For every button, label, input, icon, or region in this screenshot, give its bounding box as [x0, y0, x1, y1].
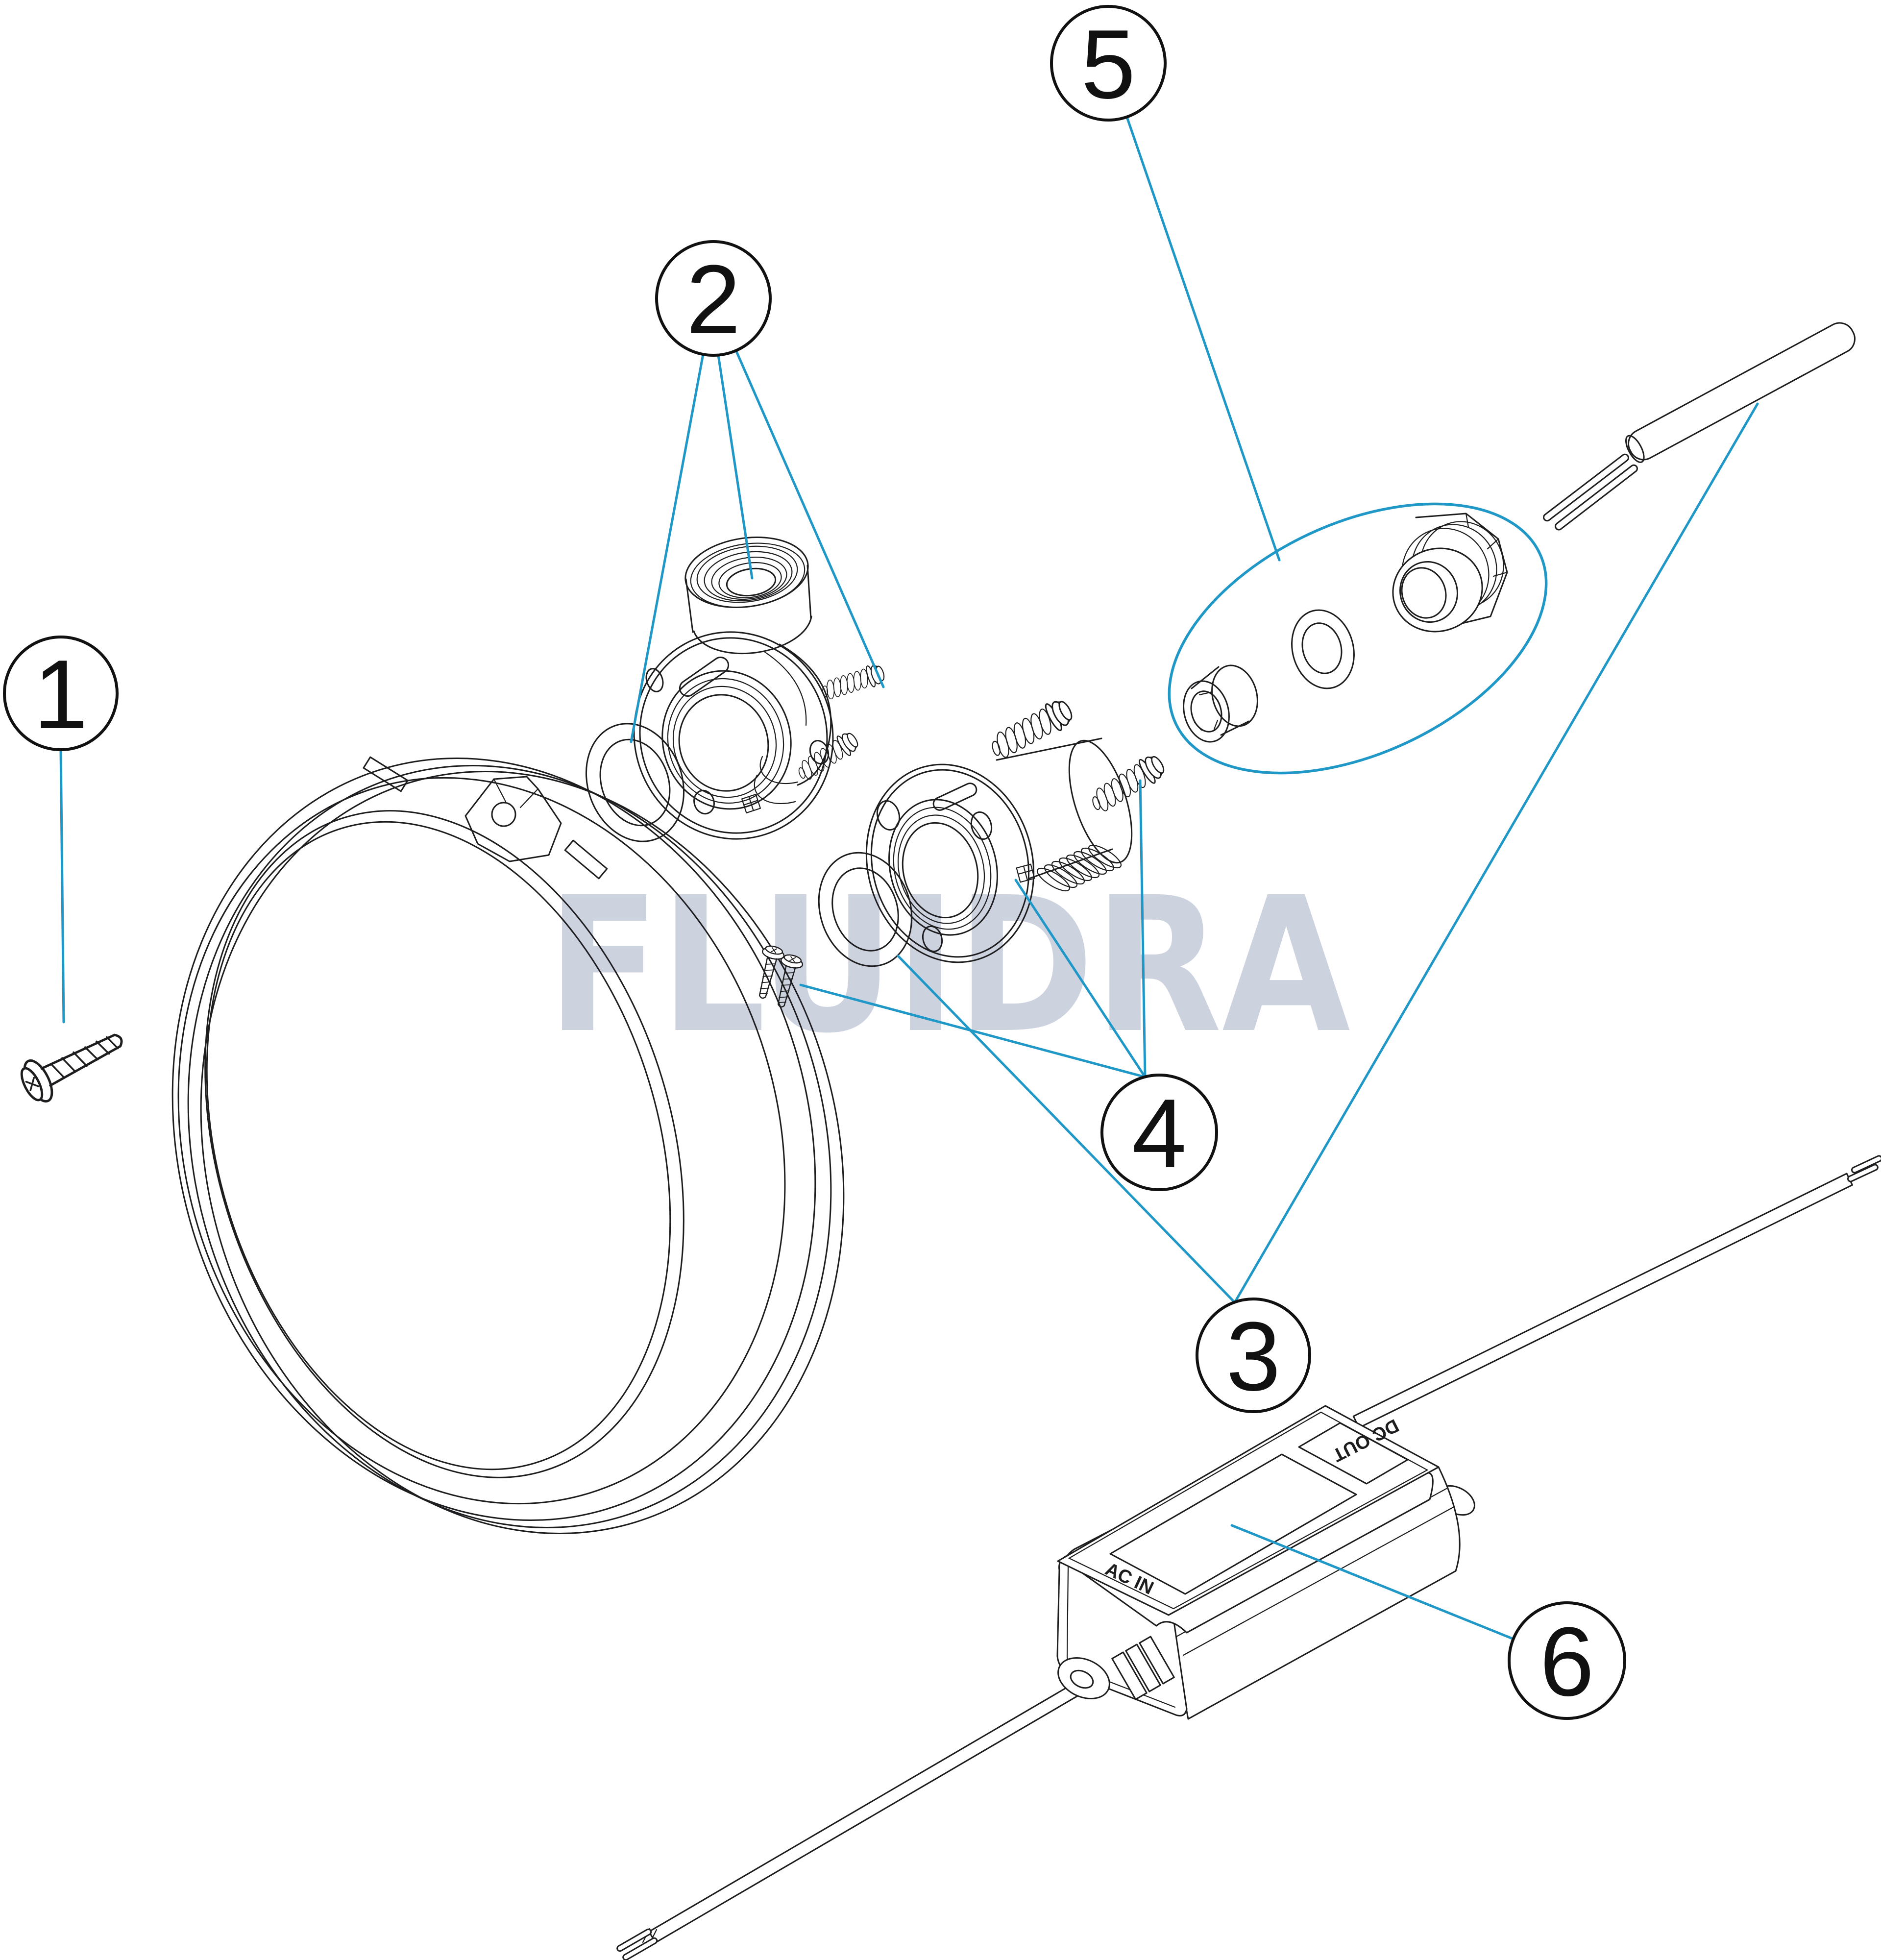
lamp-mid-rim	[177, 777, 786, 1505]
elbow-body	[779, 643, 832, 786]
lamp-outer-rim	[171, 757, 816, 1521]
callout-6-number: 6	[1539, 1607, 1594, 1716]
leader-4-from-springscrew	[1139, 779, 1147, 1078]
sleeve-tube	[1625, 322, 1856, 463]
elbow-outlet	[754, 756, 799, 805]
leader-2b	[717, 354, 754, 580]
ac-wire-tip-2	[622, 1937, 658, 1960]
leader-2c	[734, 349, 885, 688]
elbow-fitting	[585, 536, 887, 842]
niche-gasket	[818, 852, 913, 967]
niche-coil-spring	[1036, 844, 1122, 892]
niche-assembly	[818, 695, 1169, 967]
lamp-glass-edge	[206, 821, 671, 1470]
callout-5: 5	[1050, 5, 1167, 122]
dc-wire	[1352, 1173, 1853, 1429]
box-side-face	[1168, 1466, 1461, 1720]
lamp-back-rim-1	[187, 764, 832, 1529]
leader-3-from-sleeve	[1233, 402, 1759, 1304]
callout-5-number: 5	[1081, 10, 1135, 119]
lamp-inner-rim	[204, 810, 684, 1478]
leader-1	[59, 748, 65, 1024]
leader-3-from-gasket	[897, 955, 1236, 1304]
lamp-rim-nub-right	[564, 839, 608, 880]
elbow-threaded-inlet	[684, 536, 812, 655]
sleeve-wire-1	[1543, 453, 1629, 522]
leader-6	[1230, 1524, 1515, 1641]
niche-flange	[865, 763, 1035, 963]
callout-3: 3	[1196, 1298, 1311, 1413]
callout-2-number: 2	[686, 245, 740, 354]
leader-4-from-screws	[799, 983, 1147, 1078]
group-ellipse	[1168, 502, 1548, 775]
dc-wire-tip-2	[1847, 1164, 1879, 1182]
lamp-rim-nub-top	[363, 756, 409, 792]
callout-4: 4	[1100, 1074, 1218, 1191]
gland-washer	[1291, 609, 1355, 689]
power-supply: DC OUT AC IN	[616, 1155, 1881, 1960]
lamp-clamp-bracket	[464, 776, 562, 862]
callout-4-number: 4	[1132, 1079, 1186, 1188]
ac-wire-tip-1	[616, 1928, 652, 1952]
callout-1-number: 1	[33, 640, 88, 749]
elbow-gasket	[585, 723, 685, 842]
leader-4-from-flange	[1014, 879, 1147, 1078]
fluidra-watermark: FLUIDRA	[547, 857, 1351, 1074]
sleeve-wire-2	[1555, 464, 1638, 531]
seal-gland-group	[1168, 502, 1548, 775]
gland-nut	[1183, 664, 1258, 743]
gland-threaded-plug	[1392, 513, 1508, 633]
strain-relief-fins	[1111, 1636, 1175, 1700]
mount-tab-left	[1057, 1657, 1110, 1700]
leader-lines	[59, 116, 1759, 1641]
niche-spring-screw-lower	[1084, 750, 1169, 818]
niche-cylinder	[996, 737, 1133, 892]
lamp-back-rim-2	[200, 770, 845, 1535]
leader-5	[1125, 116, 1281, 562]
fixing-screw	[15, 1019, 131, 1107]
box-label-small	[1298, 1422, 1409, 1485]
callout-1: 1	[3, 636, 119, 751]
callout-3-number: 3	[1226, 1302, 1280, 1411]
callout-6: 6	[1508, 1601, 1626, 1720]
dc-wire-tip-1	[1851, 1155, 1881, 1174]
elbow-flange	[633, 631, 834, 840]
lamp-body	[171, 756, 845, 1535]
callout-2: 2	[655, 240, 772, 357]
leader-2a	[630, 353, 705, 743]
box-label-large	[1109, 1453, 1357, 1595]
cable-sleeve	[1543, 322, 1856, 531]
